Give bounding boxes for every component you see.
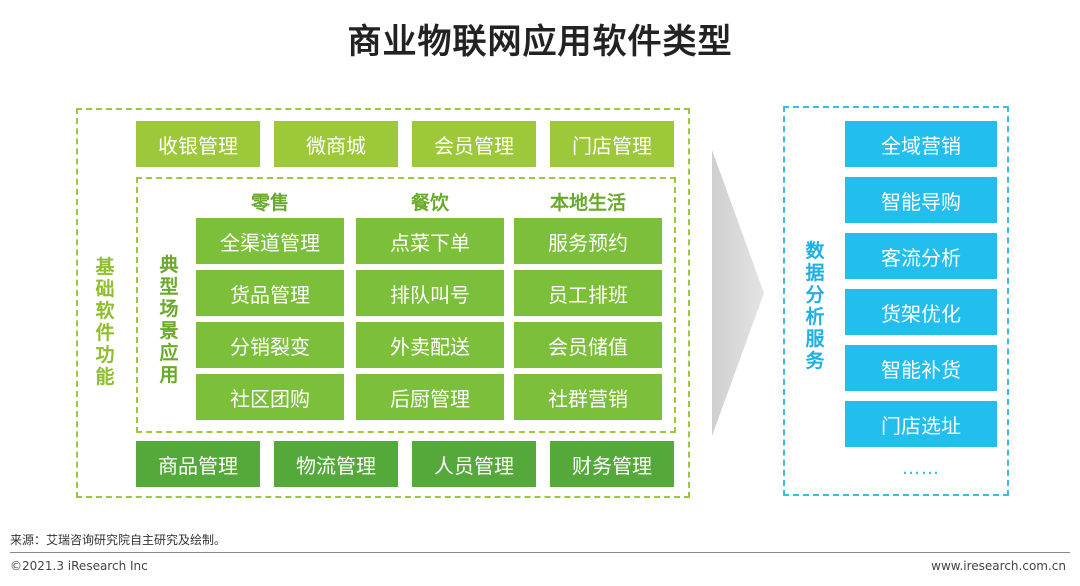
scenario-label: 典型场景应用	[159, 254, 179, 386]
basic-functions-label: 基础软件功能	[95, 256, 115, 388]
page-title: 商业物联网应用软件类型	[347, 22, 733, 62]
scene-item: 后厨管理	[356, 374, 504, 420]
scene-header-local-life: 本地生活	[549, 192, 626, 214]
scene-header-retail: 零售	[250, 192, 289, 214]
data-service-item: 门店选址	[845, 401, 997, 447]
scene-header-catering: 餐饮	[410, 192, 449, 214]
data-services-frame	[783, 106, 1009, 496]
scene-item: 社区团购	[196, 374, 344, 420]
function-box-top-3: 会员管理	[412, 121, 536, 167]
scene-item: 社群营销	[514, 374, 662, 420]
footer-divider	[10, 552, 1070, 553]
scene-item: 会员储值	[514, 322, 662, 368]
function-box-bottom-1: 商品管理	[136, 441, 260, 487]
scene-item: 排队叫号	[356, 270, 504, 316]
data-service-item: 全域营销	[845, 121, 997, 167]
basic-functions-frame	[76, 108, 690, 498]
data-services-label: 数据分析服务	[805, 240, 825, 372]
data-service-item: 智能补货	[845, 345, 997, 391]
copyright: ©2021.3 iResearch Inc	[10, 559, 148, 573]
function-box-top-2: 微商城	[274, 121, 398, 167]
scene-item: 全渠道管理	[196, 218, 344, 264]
scene-item: 服务预约	[514, 218, 662, 264]
scene-item: 外卖配送	[356, 322, 504, 368]
function-box-top-1: 收银管理	[136, 121, 260, 167]
function-box-top-4: 门店管理	[550, 121, 674, 167]
scene-item: 员工排班	[514, 270, 662, 316]
function-box-bottom-4: 财务管理	[550, 441, 674, 487]
flow-arrow-icon	[712, 150, 764, 436]
scene-item: 货品管理	[196, 270, 344, 316]
data-service-item: 智能导购	[845, 177, 997, 223]
data-service-item: 客流分析	[845, 233, 997, 279]
function-box-bottom-3: 人员管理	[412, 441, 536, 487]
scene-item: 点菜下单	[356, 218, 504, 264]
data-services-ellipsis: ……	[902, 458, 940, 479]
scenario-frame	[136, 177, 676, 433]
website-link[interactable]: www.iresearch.com.cn	[931, 559, 1066, 573]
function-box-bottom-2: 物流管理	[274, 441, 398, 487]
source-note: 来源：艾瑞咨询研究院自主研究及绘制。	[10, 533, 227, 547]
data-service-item: 货架优化	[845, 289, 997, 335]
scene-item: 分销裂变	[196, 322, 344, 368]
